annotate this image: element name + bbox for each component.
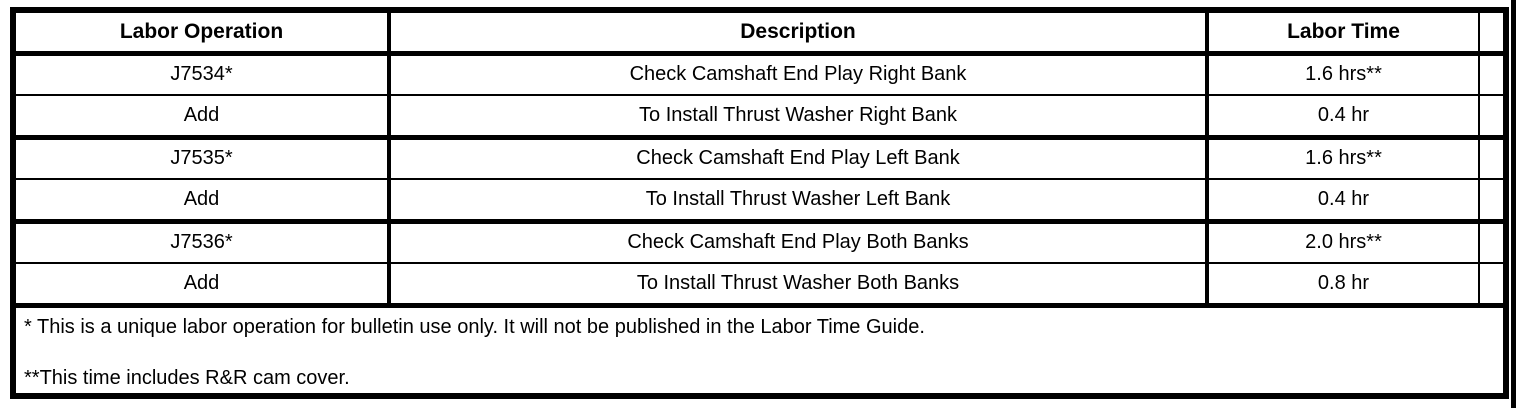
spacer-cell <box>1479 221 1503 264</box>
description-cell: Check Camshaft End Play Left Bank <box>389 137 1209 180</box>
footnotes: * This is a unique labor operation for b… <box>16 305 1503 396</box>
labor-time-table-frame: Labor Operation Description Labor Time J… <box>10 7 1509 399</box>
description-cell: To Install Thrust Washer Right Bank <box>389 95 1209 140</box>
footnote-rr-cam-cover: **This time includes R&R cam cover. <box>24 366 350 389</box>
table-row: Add To Install Thrust Washer Left Bank 0… <box>16 179 1503 224</box>
description-cell: To Install Thrust Washer Both Banks <box>389 263 1209 308</box>
description-cell: Check Camshaft End Play Right Bank <box>389 53 1209 96</box>
labor-time-cell: 0.8 hr <box>1207 263 1480 308</box>
footnotes-row: * This is a unique labor operation for b… <box>16 305 1503 396</box>
footnote-unique-labor-operation: * This is a unique labor operation for b… <box>24 315 925 338</box>
labor-time-cell: 0.4 hr <box>1207 179 1480 224</box>
labor-operation-cell: J7536* <box>16 221 391 264</box>
page-edge-line <box>1511 0 1516 408</box>
header-description: Description <box>389 13 1209 56</box>
labor-operation-cell: Add <box>16 179 391 224</box>
labor-operation-cell: Add <box>16 263 391 308</box>
table-row: J7536* Check Camshaft End Play Both Bank… <box>16 221 1503 264</box>
table-header-row: Labor Operation Description Labor Time <box>16 13 1503 56</box>
labor-time-cell: 1.6 hrs** <box>1207 53 1480 96</box>
header-labor-operation: Labor Operation <box>16 13 391 56</box>
labor-operation-cell: Add <box>16 95 391 140</box>
description-cell: To Install Thrust Washer Left Bank <box>389 179 1209 224</box>
spacer-cell <box>1479 53 1503 96</box>
table-row: J7534* Check Camshaft End Play Right Ban… <box>16 53 1503 96</box>
table-row: Add To Install Thrust Washer Right Bank … <box>16 95 1503 140</box>
table-row: Add To Install Thrust Washer Both Banks … <box>16 263 1503 308</box>
labor-time-cell: 0.4 hr <box>1207 95 1480 140</box>
labor-operation-cell: J7535* <box>16 137 391 180</box>
labor-time-cell: 1.6 hrs** <box>1207 137 1480 180</box>
labor-operation-cell: J7534* <box>16 53 391 96</box>
header-labor-time: Labor Time <box>1207 13 1480 56</box>
header-spacer-cell <box>1479 13 1503 56</box>
table-row: J7535* Check Camshaft End Play Left Bank… <box>16 137 1503 180</box>
spacer-cell <box>1479 179 1503 224</box>
spacer-cell <box>1479 137 1503 180</box>
spacer-cell <box>1479 263 1503 308</box>
labor-time-table: Labor Operation Description Labor Time J… <box>16 13 1503 396</box>
spacer-cell <box>1479 95 1503 140</box>
labor-time-cell: 2.0 hrs** <box>1207 221 1480 264</box>
description-cell: Check Camshaft End Play Both Banks <box>389 221 1209 264</box>
